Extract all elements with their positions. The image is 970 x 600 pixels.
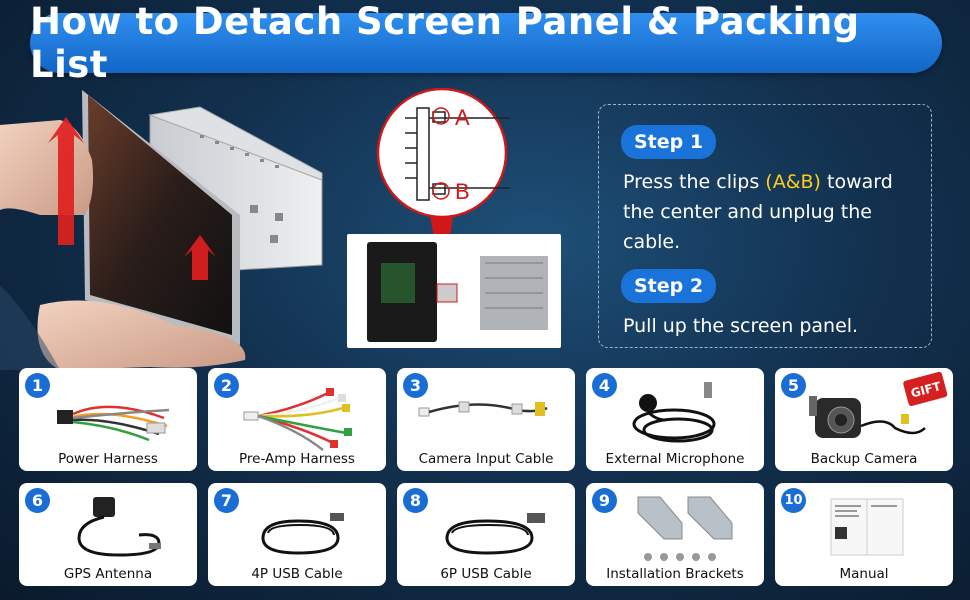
step-1-badge: Step 1 (621, 125, 717, 159)
clip-b-label: B (455, 179, 470, 204)
item-number-badge: 9 (592, 488, 617, 513)
step-1-highlight: (A&B) (765, 171, 821, 193)
item-label: Pre-Amp Harness (239, 451, 355, 467)
packing-item-power-harness: 1 Power Harness (19, 368, 197, 471)
item-number-badge: 4 (592, 373, 617, 398)
clip-a-label: A (455, 105, 470, 130)
steps-panel: Step 1 Press the clips (A&B) toward the … (598, 104, 932, 348)
page-title: How to Detach Screen Panel & Packing Lis… (30, 0, 860, 86)
manual-icon (830, 498, 904, 556)
gps-antenna-icon (77, 497, 161, 557)
item-label: GPS Antenna (63, 566, 153, 582)
item-label: External Microphone (605, 451, 745, 467)
step-1-text-after: toward the center and unplug the cable. (623, 171, 893, 253)
step-1-text-before: Press the clips (623, 171, 766, 193)
item-label: Backup Camera (810, 451, 918, 467)
item-number-badge: 1 (25, 373, 50, 398)
item-number-badge: 6 (25, 488, 50, 513)
packing-item-4p-usb-cable: 7 4P USB Cable (208, 483, 386, 586)
camera-input-cable-icon (418, 401, 548, 417)
power-harness-icon (57, 405, 170, 442)
microphone-icon (632, 382, 716, 443)
item-label: Manual (839, 566, 889, 582)
item-number-badge: 7 (214, 488, 239, 513)
title-banner: How to Detach Screen Panel & Packing Lis… (30, 0, 942, 86)
step-1-text: Press the clips (A&B) toward the center … (623, 167, 909, 257)
pre-amp-harness-icon (243, 388, 352, 451)
packing-item-external-microphone: 4 External Microphone (586, 368, 764, 471)
packing-item-installation-brackets: 9 Installation Brackets (586, 483, 764, 586)
item-number-badge: 5 (781, 373, 806, 398)
step-2-badge: Step 2 (621, 269, 717, 303)
usb-cable-icon (261, 513, 344, 555)
item-label: Camera Input Cable (418, 451, 554, 467)
packing-item-manual: 10 Manual (775, 483, 953, 586)
item-label: 4P USB Cable (251, 566, 343, 582)
packing-item-pre-amp-harness: 2 Pre-Amp Harness (208, 368, 386, 471)
step-2-text: Pull up the screen panel. (623, 315, 859, 337)
item-label: 6P USB Cable (440, 566, 532, 582)
usb-cable-icon (445, 513, 545, 555)
detach-screen-photo (0, 90, 323, 370)
packing-item-gps-antenna: 6 GPS Antenna (19, 483, 197, 586)
item-label: Installation Brackets (606, 566, 744, 582)
item-number-badge: 3 (403, 373, 428, 398)
item-number-badge: 8 (403, 488, 428, 513)
backup-camera-icon: GIFT (809, 371, 948, 438)
bracket-icon (637, 496, 733, 561)
packing-item-backup-camera: GIFT 5 Backup Camera (775, 368, 953, 471)
packing-item-6p-usb-cable: 8 6P USB Cable (397, 483, 575, 586)
clip-diagram: A B (347, 88, 561, 348)
item-number-badge: 10 (781, 488, 806, 513)
item-number-badge: 2 (214, 373, 239, 398)
item-label: Power Harness (58, 451, 158, 467)
packing-item-camera-input-cable: 3 Camera Input Cable (397, 368, 575, 471)
